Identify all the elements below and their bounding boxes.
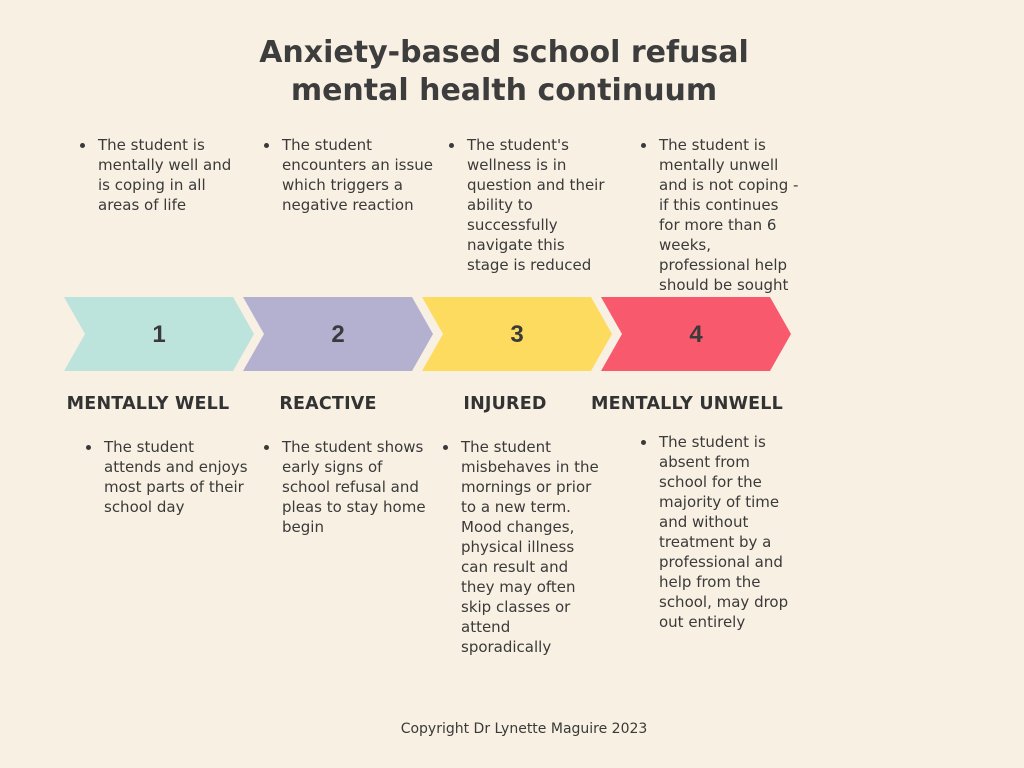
stage-2-bottom-description: The student shows early signs of school …: [262, 437, 432, 537]
stage-4-top-text: The student is mentally unwell and is no…: [639, 135, 801, 295]
stage-3-chevron: [422, 297, 612, 371]
stage-4-arrow: 4: [601, 297, 791, 371]
diagram-title: Anxiety-based school refusal mental heal…: [0, 34, 1008, 110]
copyright-notice: Copyright Dr Lynette Maguire 2023: [400, 721, 648, 737]
stage-3-label: INJURED: [463, 394, 547, 414]
stage-1-top-description: The student is mentally well and is copi…: [78, 135, 238, 215]
stage-1-bottom-description: The student attends and enjoys most part…: [84, 437, 250, 517]
stage-1-bottom-text: The student attends and enjoys most part…: [84, 437, 250, 517]
stage-2-bottom-text: The student shows early signs of school …: [262, 437, 432, 537]
stage-3-top-description: The student's wellness is in question an…: [447, 135, 607, 275]
stage-2-top-description: The student encounters an issue which tr…: [262, 135, 434, 215]
title-line-1: Anxiety-based school refusal: [259, 35, 749, 70]
stage-3-bottom-description: The student misbehaves in the mornings o…: [441, 437, 599, 657]
title-line-2: mental health continuum: [290, 73, 718, 108]
stage-1-top-text: The student is mentally well and is copi…: [78, 135, 238, 215]
stage-2-chevron: [243, 297, 433, 371]
stage-4-label: MENTALLY UNWELL: [591, 394, 783, 414]
stage-2-number: 2: [331, 321, 344, 348]
stage-2-label: REACTIVE: [279, 394, 377, 414]
stage-1-arrow: 1: [64, 297, 254, 371]
stage-1-chevron: [64, 297, 254, 371]
stage-4-number: 4: [689, 321, 703, 348]
stage-3-number: 3: [510, 321, 523, 348]
stage-3-arrow: 3: [422, 297, 612, 371]
stage-1-number: 1: [152, 321, 165, 348]
stage-4-bottom-description: The student is absent from school for th…: [639, 432, 799, 632]
stage-4-chevron: [601, 297, 791, 371]
stage-1-label: MENTALLY WELL: [66, 394, 230, 414]
stage-4-bottom-text: The student is absent from school for th…: [639, 432, 799, 632]
stage-3-top-text: The student's wellness is in question an…: [447, 135, 607, 275]
stage-4-top-description: The student is mentally unwell and is no…: [639, 135, 801, 295]
stage-2-top-text: The student encounters an issue which tr…: [262, 135, 434, 215]
stage-3-bottom-text: The student misbehaves in the mornings o…: [441, 437, 599, 657]
stage-2-arrow: 2: [243, 297, 433, 371]
